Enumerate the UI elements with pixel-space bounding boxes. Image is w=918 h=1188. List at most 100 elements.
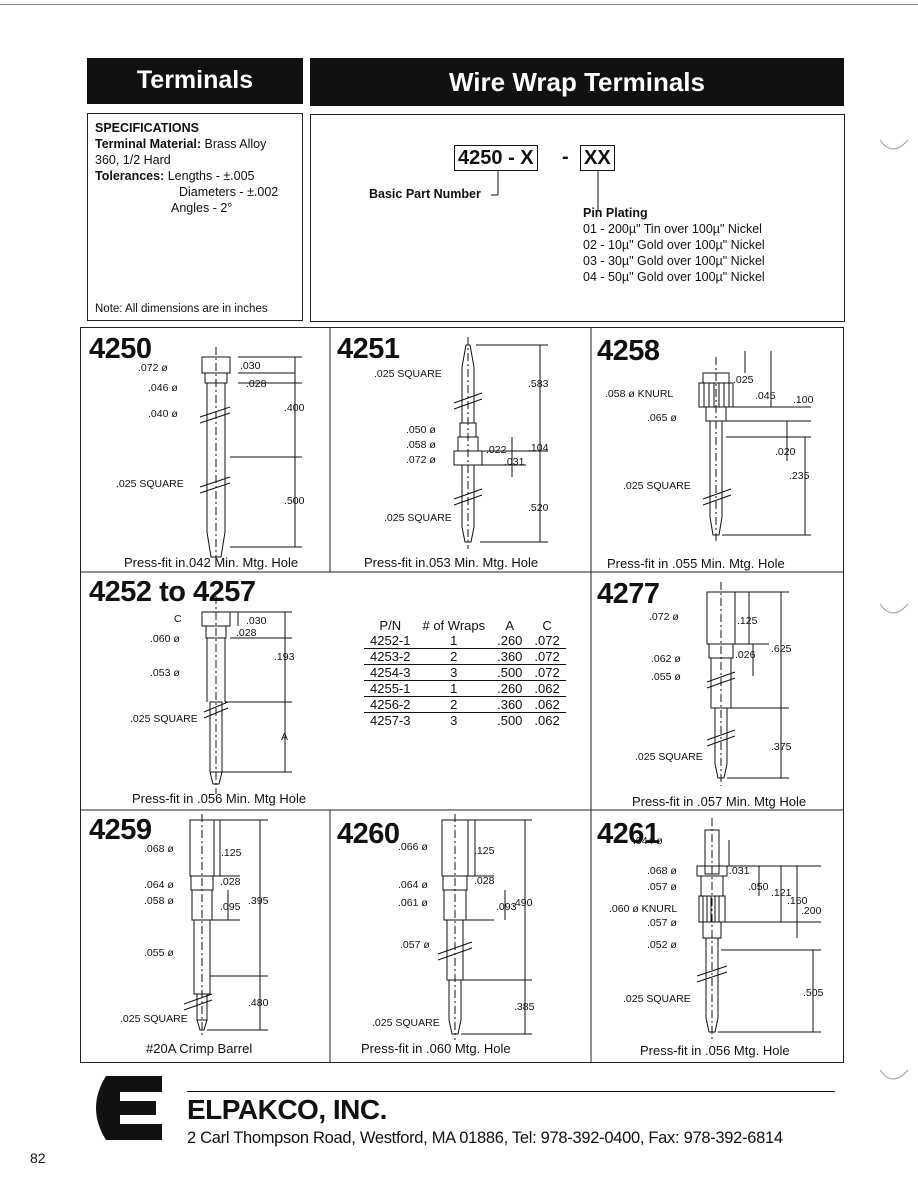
dim-label: .026 — [735, 649, 756, 661]
part-number-title: 4251 — [337, 333, 400, 365]
table-cell: .500 — [497, 713, 523, 728]
pn-sep2: - — [562, 146, 569, 168]
dim-label: .025 — [733, 374, 754, 386]
dim-label: .025 SQUARE — [120, 1013, 188, 1025]
pn-leader-lines — [491, 171, 599, 211]
dim-label: .125 — [474, 845, 495, 857]
dim-label: .025 SQUARE — [384, 512, 452, 524]
dim-label: .028 — [220, 876, 241, 888]
pn-base: 4250 — [458, 147, 503, 169]
dim-label: .060 ø KNURL — [609, 903, 677, 915]
dim-label: .025 SQUARE — [635, 751, 703, 763]
top-rule — [0, 4, 918, 5]
table-cell: .072 — [528, 664, 566, 681]
dim-label: C — [174, 613, 182, 625]
dim-label: .025 SQUARE — [116, 478, 184, 490]
dim-label: .395 — [248, 895, 269, 907]
dim-label: .020 — [775, 446, 796, 458]
dim-label: .030 — [246, 615, 267, 627]
table-cell: 4256-2 — [364, 696, 417, 713]
dim-label: .028 — [474, 875, 495, 887]
tolerances-label: Tolerances: — [95, 169, 165, 183]
col-header: C — [542, 618, 552, 633]
dim-label: .058 ø KNURL — [605, 388, 673, 400]
pin-plating-block: Pin Plating 01 - 200µ" Tin over 100µ" Ni… — [583, 205, 765, 285]
cell-4252-to-4257: 4252 to 4257 C .030 .060 ø .028 .193 .05… — [80, 572, 330, 810]
dim-label: .025 SQUARE — [372, 1017, 440, 1029]
cell-4261: 4261 .044 ø .068 ø .031 .057 ø .05 — [591, 810, 844, 1063]
logo-e-icon — [96, 1076, 162, 1140]
dim-label: .100 — [793, 394, 814, 406]
cell-4251: 4251 .025 SQUARE .583 .050 ø .058 ø .072… — [330, 327, 591, 572]
dim-label: .057 ø — [647, 881, 677, 893]
dim-label: .072 ø — [649, 611, 679, 623]
dim-label: .025 SQUARE — [130, 713, 198, 725]
table-cell: 3 — [450, 713, 458, 728]
pn-x: X — [520, 147, 534, 169]
dim-label: .025 SQUARE — [374, 368, 442, 380]
dim-label: .500 — [284, 495, 305, 507]
dim-label: .055 ø — [651, 671, 681, 683]
dim-label: .055 ø — [144, 947, 174, 959]
table-cell: .360 — [491, 696, 529, 713]
dim-label: .520 — [528, 502, 549, 514]
dim-label: .064 ø — [144, 879, 174, 891]
tol-angles: Angles - 2° — [171, 201, 233, 215]
dim-label: .058 ø — [144, 895, 174, 907]
dim-label: .022 — [486, 444, 507, 456]
dim-label: .028 — [236, 627, 257, 639]
table-cell: 4254-3 — [364, 664, 417, 681]
cell-caption: Press-fit in .057 Min. Mtg Hole — [632, 794, 807, 809]
dim-label: .044 ø — [633, 835, 663, 847]
terminal-drawing-4252: C .030 .060 ø .028 .193 .053 ø .025 SQUA… — [130, 596, 295, 794]
cell-caption: Press-fit in .060 Mtg. Hole — [361, 1041, 511, 1056]
material-value2: 360, 1/2 Hard — [95, 153, 171, 167]
dim-label: .031 — [504, 456, 525, 468]
page-number: 82 — [30, 1150, 46, 1166]
dim-label: .064 ø — [398, 879, 428, 891]
dim-label: .625 — [771, 643, 792, 655]
col-header: P/N — [379, 618, 402, 633]
table-cell: 1 — [416, 633, 492, 649]
dim-label: .068 ø — [647, 865, 677, 877]
dim-label: .045 — [755, 390, 776, 402]
plating-option-04: 04 - 50µ" Gold over 100µ" Nickel — [583, 270, 765, 284]
table-cell: .062 — [528, 680, 566, 697]
section-banner-terminals: Terminals — [87, 58, 303, 104]
cell-caption: Press-fit in.053 Min. Mtg. Hole — [364, 555, 539, 570]
cell-caption: Press-fit in.042 Min. Mtg. Hole — [124, 555, 299, 570]
part-number-title: 4259 — [89, 814, 152, 846]
table-cell: 1 — [416, 680, 492, 697]
dim-label: .121 — [771, 887, 792, 899]
dim-label: .193 — [274, 651, 295, 663]
logo-letter: E — [86, 1076, 87, 1077]
table-cell: 2 — [416, 648, 492, 665]
material-value: Brass Alloy — [204, 137, 267, 151]
cell-4260: 4260 .066 ø .125 .064 ø .028 .061 ø .093… — [330, 810, 591, 1063]
dim-label: .050 ø — [406, 424, 436, 436]
dim-label: .050 — [748, 881, 769, 893]
dim-label: .030 — [240, 360, 261, 372]
dim-label: A — [281, 731, 288, 743]
specs-heading: SPECIFICATIONS — [95, 121, 199, 135]
dim-label: .052 ø — [647, 939, 677, 951]
part-number-title: 4258 — [597, 335, 660, 367]
part-number-title: 4250 — [89, 333, 152, 365]
cell-caption: Press-fit in .055 Min. Mtg. Hole — [607, 556, 785, 571]
dim-label: .068 ø — [144, 843, 174, 855]
section-banner-wire-wrap: Wire Wrap Terminals — [310, 58, 844, 106]
dim-label: .061 ø — [398, 897, 428, 909]
tol-diameters: Diameters - ±.002 — [179, 185, 279, 199]
dim-label: .490 — [512, 897, 533, 909]
plating-option-02: 02 - 10µ" Gold over 100µ" Nickel — [583, 238, 765, 252]
material-label: Terminal Material: — [95, 137, 202, 151]
table-cell: .062 — [534, 713, 560, 728]
table-row: 4252-1 1 .260 .072 — [364, 633, 566, 649]
terminal-drawing-4259: .068 ø .125 .064 ø .028 .058 ø .095 .395… — [120, 814, 269, 1036]
cell-4259: 4259 .068 ø .125 .064 ø .028 .058 ø .095… — [80, 810, 330, 1063]
table-cell: 2 — [416, 696, 492, 713]
table-row: 4253-2 2 .360 .072 — [364, 648, 566, 665]
table-cell: 3 — [416, 664, 492, 681]
dim-label: .160 — [787, 895, 808, 907]
